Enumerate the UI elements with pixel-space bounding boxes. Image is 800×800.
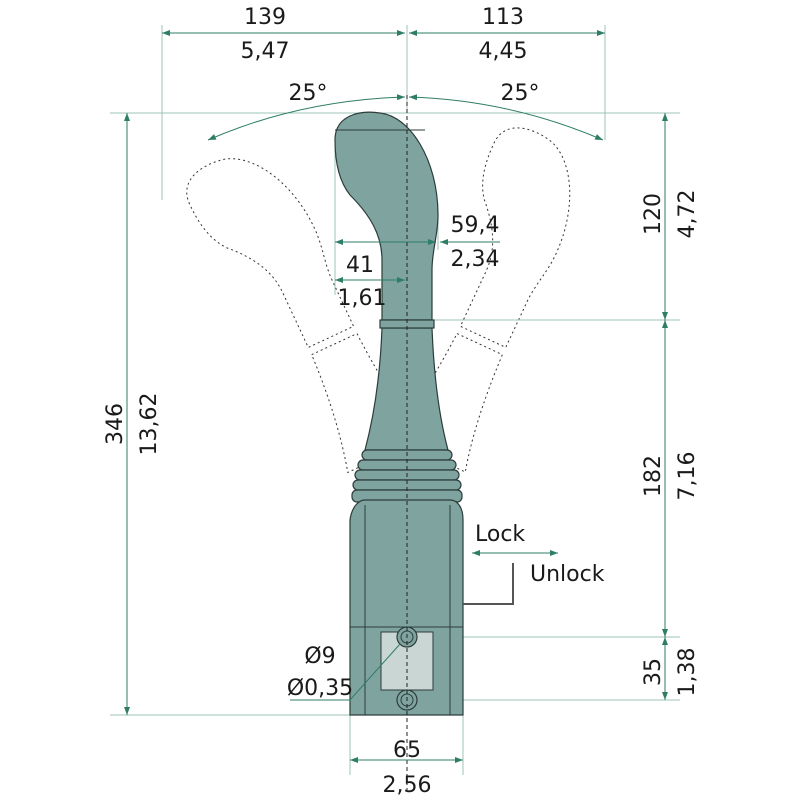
grip-offset-in: 1,61 [338, 286, 387, 311]
grip-height-in: 4,72 [675, 190, 700, 239]
grip-width-in: 2,34 [451, 247, 500, 272]
grip-width-mm: 59,4 [451, 213, 500, 238]
base-width-in: 2,56 [383, 773, 432, 798]
shaft-height-in: 7,16 [675, 452, 700, 501]
base-width-mm: 65 [393, 738, 421, 763]
shaft-height-mm: 182 [641, 455, 666, 497]
dimension-lines [124, 30, 668, 763]
angle-left: 25° [289, 81, 328, 106]
angle-right: 25° [501, 81, 540, 106]
right-width-mm: 113 [482, 5, 524, 30]
lock-label: Lock [475, 522, 525, 547]
hole-diameter-mm: Ø9 [304, 644, 335, 669]
grip-height-mm: 120 [641, 193, 666, 235]
left-width-mm: 139 [244, 5, 286, 30]
hole-spacing-mm: 35 [641, 658, 666, 686]
lock-lever [463, 563, 514, 605]
unlock-label: Unlock [530, 562, 605, 587]
grip-offset-mm: 41 [346, 253, 374, 278]
hole-spacing-in: 1,38 [675, 648, 700, 697]
right-width-in: 4,45 [479, 39, 528, 64]
joystick-body [334, 111, 514, 716]
left-width-in: 5,47 [241, 39, 290, 64]
hole-diameter-in: Ø0,35 [287, 676, 353, 701]
total-height-mm: 346 [103, 403, 128, 445]
total-height-in: 13,62 [137, 393, 162, 456]
